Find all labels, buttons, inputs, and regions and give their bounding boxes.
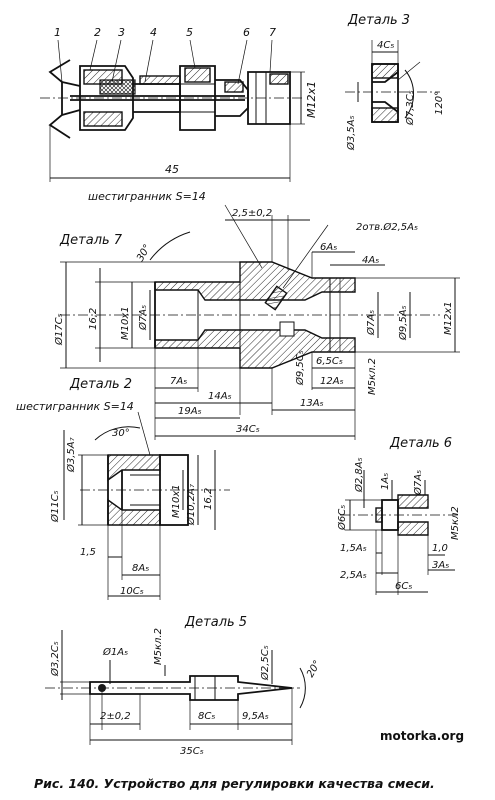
detail-7-dim-34c5: 34C₅ <box>236 424 260 435</box>
detail-2-dim-16-2: 16,2 <box>203 488 214 510</box>
detail-5-dim-9-5a5: 9,5A₅ <box>242 711 269 722</box>
detail-5-dim-1a5: Ø1A₅ <box>102 646 128 658</box>
detail-7-hex-note: шестигранник S=14 <box>88 190 206 203</box>
detail-3-dim-width: 4C₅ <box>377 40 394 51</box>
part-label-5: 5 <box>186 26 193 39</box>
detail-7-dim-holes: 2отв.Ø2,5A₅ <box>356 221 418 233</box>
detail-3-title: Деталь 3 <box>347 13 410 28</box>
detail-3-drawing <box>345 40 440 123</box>
detail-3-dim-seat: Ø7,3C₅ <box>404 90 416 126</box>
detail-6-labels: Деталь 6 Ø2,8A₅ 1A₅ Ø7A₅ Ø6C₅ M5кл2 1,5A… <box>336 436 461 592</box>
assembly-length-dim: 45 <box>165 163 179 176</box>
detail-3-labels: Деталь 3 4C₅ Ø3,5A₅ Ø7,3C₅ 120° <box>345 13 445 151</box>
detail-7-title: Деталь 7 <box>59 233 123 248</box>
part-label-7: 7 <box>269 26 276 39</box>
detail-7-dim-angle: 30° <box>135 243 153 264</box>
detail-6-dim-2-5a5: 2,5A₅ <box>340 570 367 581</box>
assembly-thread-dim: M12x1 <box>305 81 318 118</box>
detail-7-dim-7a5-right: Ø7A₅ <box>365 310 377 336</box>
part-label-4: 4 <box>150 26 157 39</box>
part-label-2: 2 <box>94 26 101 39</box>
detail-6-dim-3a5: 3A₅ <box>432 560 449 571</box>
detail-7-dim-m5: M5кл.2 <box>367 358 378 395</box>
detail-6-dim-1-5a5: 1,5A₅ <box>340 543 367 554</box>
detail-2-dim-m10: M10x1 <box>171 484 182 518</box>
detail-6-drawing <box>340 470 460 595</box>
detail-7-dim-9-5a5: Ø9,5A₅ <box>397 305 409 341</box>
figure-caption: Рис. 140. Устройство для регулировки кач… <box>34 776 435 791</box>
detail-5-drawing <box>45 630 306 745</box>
detail-7-dim-19a5: 19A₅ <box>178 406 202 417</box>
detail-7-dim-4a5: 4A₅ <box>362 255 379 266</box>
detail-2-dim-1-5: 1,5 <box>80 547 96 558</box>
detail-7-dim-6a5: 6A₅ <box>320 242 337 253</box>
detail-5-dim-angle: 20° <box>305 659 323 680</box>
detail-7-dim-13a5: 13A₅ <box>300 398 324 409</box>
detail-7-dim-6-5c5: 6,5C₅ <box>316 356 343 367</box>
detail-2-dim-10c5: 10C₅ <box>120 586 144 597</box>
detail-5-title: Деталь 5 <box>184 615 247 630</box>
assembly-part-labels: 1 2 3 4 5 6 7 M12x1 45 <box>54 26 318 176</box>
detail-7-dim-9-5c5: Ø9,5C₅ <box>294 350 306 386</box>
detail-5-dim-m5: M5кл.2 <box>153 628 164 665</box>
detail-3-dim-angle: 120° <box>434 91 445 115</box>
detail-2-dim-3-5a7: Ø3,5A₇ <box>65 437 77 473</box>
detail-2-labels: Деталь 2 шестигранник S=14 30° Ø3,5A₇ Ø1… <box>16 377 214 597</box>
part-label-6: 6 <box>243 26 250 39</box>
detail-5-dim-2-0-2: 2±0,2 <box>100 711 131 722</box>
detail-2-hex-note: шестигранник S=14 <box>16 400 134 413</box>
detail-7-dim-2-5: 2,5±0,2 <box>232 208 272 219</box>
detail-7-dim-7a5-bottom: 7A₅ <box>170 376 187 387</box>
detail-2-dim-10-2a7: Ø10,2A₇ <box>185 484 197 526</box>
detail-5-dim-8c5: 8C₅ <box>198 711 215 722</box>
part-label-3: 3 <box>118 26 125 39</box>
detail-6-dim-7a5: Ø7A₅ <box>412 470 424 496</box>
detail-2-title: Деталь 2 <box>69 377 132 392</box>
detail-2-dim-angle: 30° <box>112 428 130 439</box>
detail-5-dim-3-2c5: Ø3,2C₅ <box>49 641 61 677</box>
detail-6-dim-2-8a5: Ø2,8A₅ <box>353 457 365 493</box>
detail-6-dim-6c5: Ø6C₅ <box>336 505 348 531</box>
detail-5-dim-35c5: 35C₅ <box>180 746 204 757</box>
detail-7-labels: шестигранник S=14 Деталь 7 2,5±0,2 2отв.… <box>53 190 454 435</box>
assembly-view <box>40 39 305 182</box>
detail-7-dim-12a5: 12A₅ <box>320 376 344 387</box>
detail-7-dim-16-2: 16,2 <box>88 308 99 330</box>
detail-7-drawing <box>60 204 460 440</box>
detail-7-dim-m10: M10x1 <box>120 306 131 340</box>
detail-6-dim-6c5-bottom: 6C₅ <box>395 581 412 592</box>
detail-7-dim-14a5: 14A₅ <box>208 391 232 402</box>
detail-5-dim-2-5c5: Ø2,5C₅ <box>259 645 271 681</box>
detail-6-dim-1a5: 1A₅ <box>380 473 391 490</box>
detail-2-drawing <box>63 411 230 600</box>
detail-3-dim-bore: Ø3,5A₅ <box>345 115 357 151</box>
detail-6-dim-1-0: 1,0 <box>432 543 448 554</box>
detail-7-dim-m12: M12x1 <box>443 301 454 335</box>
detail-6-title: Деталь 6 <box>389 436 452 451</box>
part-label-1: 1 <box>54 26 61 39</box>
detail-6-dim-m5: M5кл2 <box>450 506 461 540</box>
detail-7-dim-7a5-left: Ø7A₅ <box>137 305 149 331</box>
detail-2-dim-8a5: 8A₅ <box>132 563 149 574</box>
detail-2-dim-11c5: Ø11C₅ <box>49 490 61 523</box>
detail-7-dim-17c5: Ø17C₅ <box>53 313 65 346</box>
watermark: motorka.org <box>380 729 464 743</box>
